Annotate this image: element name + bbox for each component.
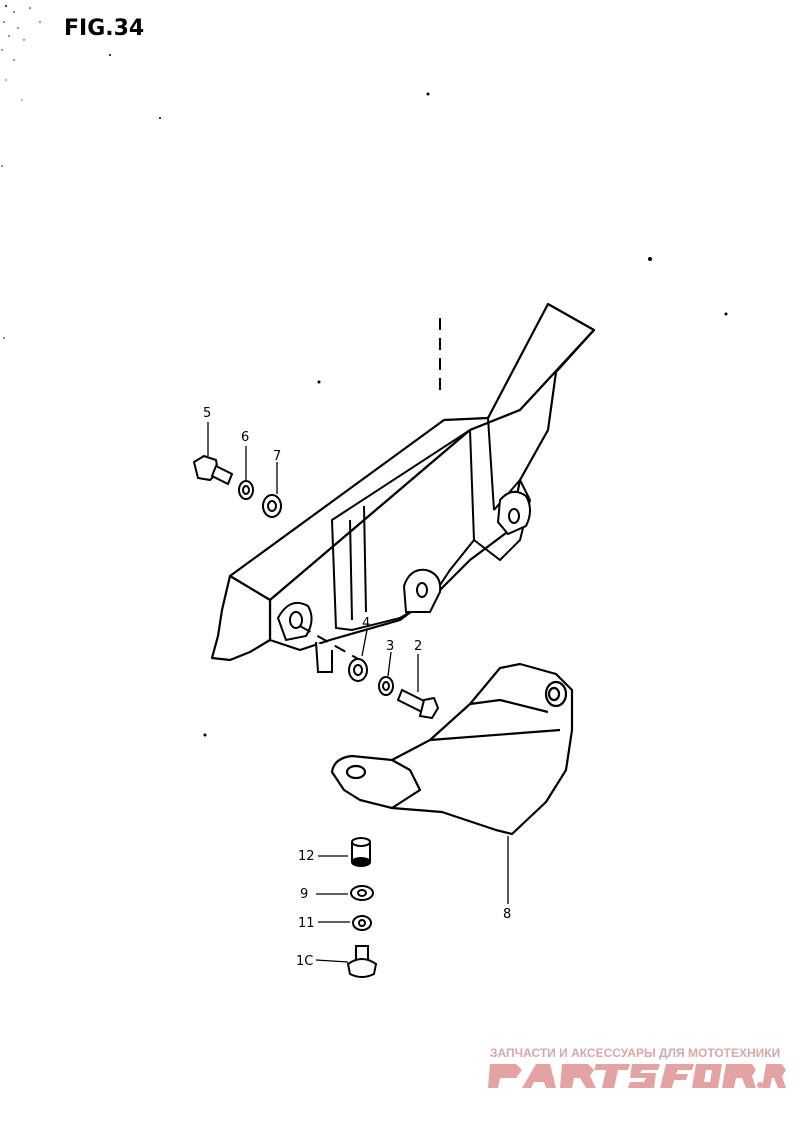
chain-case-cover	[210, 302, 596, 662]
callout-9: 9	[300, 887, 308, 902]
watermark-tagline: ЗАПЧАСТИ И АКСЕССУАРЫ ДЛЯ МОТОТЕХНИКИ	[490, 1046, 781, 1060]
chain-guard-bracket	[330, 662, 574, 836]
callout-12: 12	[298, 849, 315, 864]
part-5-bolt	[192, 454, 234, 486]
part-4-washer	[348, 658, 368, 682]
cover-mount-tabs	[276, 490, 531, 673]
callout-8: 8	[503, 907, 511, 922]
part-6-spring-washer	[238, 480, 254, 500]
part-10-screw	[346, 945, 378, 978]
part-11-spring-washer	[352, 915, 372, 931]
callout-leaders	[207, 422, 509, 963]
scan-speckles	[1, 5, 728, 737]
part-7-washer	[262, 494, 282, 518]
part-9-washer	[350, 885, 374, 901]
callout-3: 3	[386, 639, 394, 654]
part-12-collar	[351, 837, 371, 867]
callout-10: 1C	[296, 954, 313, 969]
assembly-centerline	[299, 318, 441, 661]
watermark-logo	[488, 1064, 786, 1088]
callout-5: 5	[203, 406, 211, 421]
callout-2: 2	[414, 639, 422, 654]
part-3-spring-washer	[378, 676, 394, 696]
callout-7: 7	[273, 449, 281, 464]
callout-6: 6	[241, 430, 249, 445]
callout-4: 4	[362, 616, 370, 631]
part-2-bolt	[396, 688, 440, 720]
callout-11: 11	[298, 916, 315, 931]
figure-title: FIG.34	[64, 16, 145, 41]
